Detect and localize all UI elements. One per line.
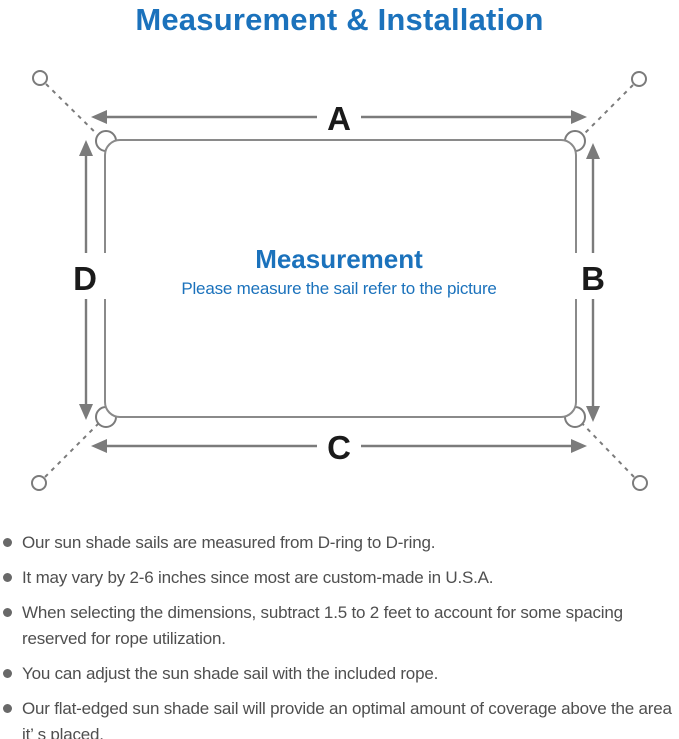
arrowhead-up-icon: [586, 143, 600, 159]
bullet-icon: [3, 704, 12, 713]
measurement-diagram: A C D B Measurement Please meas: [31, 70, 648, 491]
arrowhead-right-icon: [571, 439, 587, 453]
list-item: Our flat-edged sun shade sail will provi…: [3, 696, 677, 739]
diagram-center-subtitle: Please measure the sail refer to the pic…: [181, 279, 496, 298]
dimension-label-d-bg: [63, 253, 107, 299]
dimension-label-b: B: [581, 260, 605, 297]
list-item: When selecting the dimensions, subtract …: [3, 600, 677, 652]
list-item: It may vary by 2-6 inches since most are…: [3, 565, 677, 591]
page-title: Measurement & Installation: [135, 2, 544, 37]
dimension-label-c: C: [327, 429, 351, 466]
diagram-center-title: Measurement: [255, 244, 423, 274]
arrowhead-up-icon: [79, 140, 93, 156]
list-item: You can adjust the sun shade sail with t…: [3, 661, 677, 687]
arrowhead-left-icon: [91, 110, 107, 124]
dimension-arrow-b: B: [571, 143, 615, 422]
notes-list: Our sun shade sails are measured from D-…: [3, 530, 677, 739]
bullet-icon: [3, 669, 12, 678]
dimension-label-b-bg: [571, 253, 615, 299]
arrowhead-right-icon: [571, 110, 587, 124]
anchor-point-bottom-right-icon: [632, 475, 648, 491]
dimension-label-c-bg: [317, 422, 361, 468]
arrowhead-down-icon: [79, 404, 93, 420]
list-item: Our sun shade sails are measured from D-…: [3, 530, 677, 556]
dimension-arrow-d: D: [63, 140, 107, 420]
anchor-point-top-right-icon: [631, 71, 647, 87]
arrowhead-down-icon: [586, 406, 600, 422]
bullet-icon: [3, 573, 12, 582]
anchor-point-top-left-icon: [32, 70, 48, 86]
note-text: Our flat-edged sun shade sail will provi…: [22, 699, 672, 739]
dimension-arrow-c: C: [91, 422, 587, 468]
note-text: When selecting the dimensions, subtract …: [22, 603, 623, 648]
dimension-arrow-a: A: [91, 93, 587, 139]
note-text: It may vary by 2-6 inches since most are…: [22, 568, 494, 587]
dimension-label-a-bg: [317, 93, 361, 139]
arrowhead-left-icon: [91, 439, 107, 453]
note-text: You can adjust the sun shade sail with t…: [22, 664, 439, 683]
note-text: Our sun shade sails are measured from D-…: [22, 533, 436, 552]
bullet-icon: [3, 608, 12, 617]
rope-line-bottom-right: [572, 413, 635, 478]
anchor-point-bottom-left-icon: [31, 475, 47, 491]
bullet-icon: [3, 538, 12, 547]
dimension-label-d: D: [73, 260, 97, 297]
dimension-label-a: A: [327, 100, 351, 137]
